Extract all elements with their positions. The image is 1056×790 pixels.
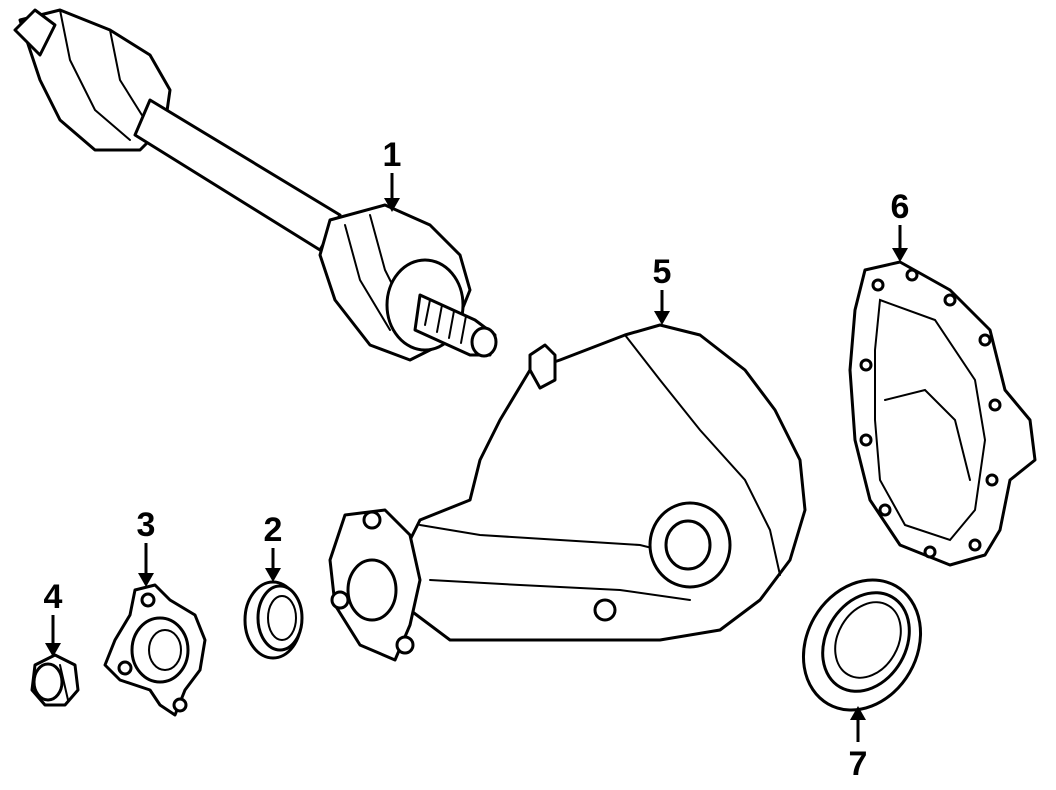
flange-nut	[30, 653, 80, 707]
callout-3: 3	[137, 506, 156, 544]
axle-shaft	[13, 8, 498, 362]
callout-arrows	[45, 173, 908, 742]
shaft-seal	[243, 580, 304, 660]
flange-bracket	[103, 583, 207, 717]
callout-6: 6	[891, 188, 910, 226]
callout-1: 1	[383, 136, 402, 174]
differential-cover	[848, 260, 1037, 567]
callout-4: 4	[44, 578, 63, 616]
callout-7: 7	[849, 745, 868, 783]
callout-2: 2	[264, 511, 283, 549]
seal-ring	[801, 578, 923, 712]
differential-carrier	[328, 323, 807, 662]
cover-bolt-holes	[859, 268, 1002, 559]
callout-5: 5	[653, 253, 672, 291]
